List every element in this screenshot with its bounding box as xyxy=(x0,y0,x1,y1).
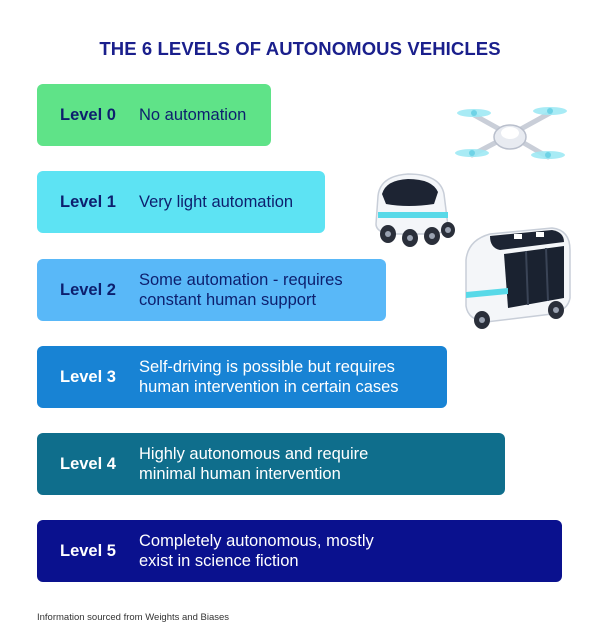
level-description: Highly autonomous and require minimal hu… xyxy=(139,444,368,484)
level-0-bar: Level 0 No automation xyxy=(37,84,271,146)
level-1-bar: Level 1 Very light automation xyxy=(37,171,325,233)
level-description-line: minimal human intervention xyxy=(139,465,341,483)
level-description: Some automation - requires constant huma… xyxy=(139,270,343,310)
level-4-bar: Level 4 Highly autonomous and require mi… xyxy=(37,433,505,495)
level-description: Self-driving is possible but requires hu… xyxy=(139,357,399,397)
level-5-bar: Level 5 Completely autonomous, mostly ex… xyxy=(37,520,562,582)
level-description-line: No automation xyxy=(139,106,247,124)
level-label: Level 5 xyxy=(60,541,116,560)
level-description-line: human intervention in certain cases xyxy=(139,378,399,396)
footnote: Information sourced from Weights and Bia… xyxy=(37,612,230,623)
level-description: Very light automation xyxy=(139,192,293,212)
level-label: Level 0 xyxy=(60,105,116,124)
level-description-line: Highly autonomous and require xyxy=(139,445,369,463)
page-title: THE 6 LEVELS OF AUTONOMOUS VEHICLES xyxy=(99,38,501,59)
level-description-line: Self-driving is possible but requires xyxy=(139,358,395,376)
delivery-robot-icon xyxy=(375,173,455,247)
level-label: Level 1 xyxy=(60,192,116,211)
level-3-bar: Level 3 Self-driving is possible but req… xyxy=(37,346,447,408)
level-label: Level 2 xyxy=(60,280,116,299)
level-label: Level 4 xyxy=(60,454,116,473)
autonomous-shuttle-icon xyxy=(465,227,571,329)
level-description-line: Very light automation xyxy=(139,193,294,211)
level-description-line: Completely autonomous, mostly xyxy=(139,532,374,550)
level-description-line: constant human support xyxy=(139,291,317,309)
drone-icon xyxy=(455,107,567,160)
level-2-bar: Level 2 Some automation - requires const… xyxy=(37,259,386,321)
level-description-line: exist in science fiction xyxy=(139,552,299,570)
level-description: Completely autonomous, mostly exist in s… xyxy=(139,531,374,571)
level-description: No automation xyxy=(139,105,246,125)
level-label: Level 3 xyxy=(60,367,116,386)
level-description-line: Some automation - requires xyxy=(139,271,343,289)
